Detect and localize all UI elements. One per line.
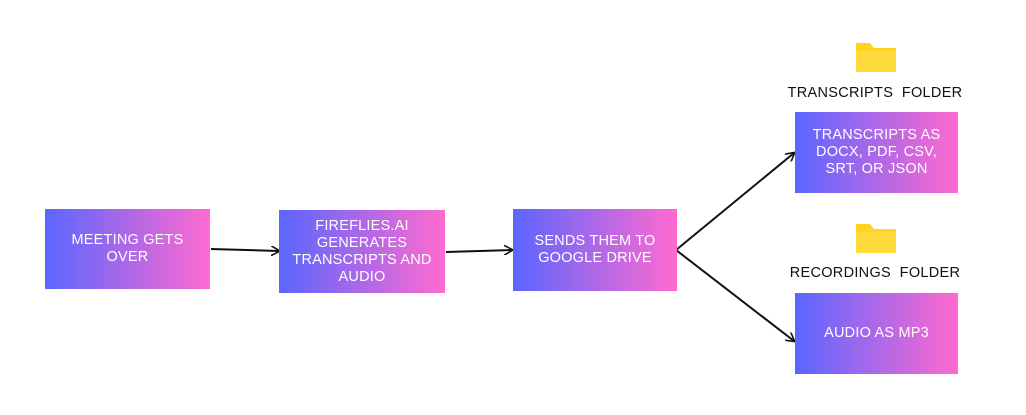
node-sends-to-drive: SENDS THEM TO GOOGLE DRIVE: [513, 209, 677, 291]
folder-icon: [856, 43, 896, 72]
node-transcripts-formats: TRANSCRIPTS AS DOCX, PDF, CSV, SRT, OR J…: [795, 112, 958, 193]
arrow-sends-to-transcripts: [675, 153, 794, 251]
arrow-sends-to-audio: [675, 249, 794, 341]
arrow-meeting-to-fireflies: [210, 249, 279, 251]
node-meeting-gets-over: MEETING GETS OVER: [45, 209, 210, 289]
transcripts-folder-label: TRANSCRIPTS FOLDER: [787, 85, 963, 101]
arrow-fireflies-to-sends: [445, 250, 512, 252]
node-sends-label: SENDS THEM TO GOOGLE DRIVE: [534, 233, 656, 266]
folder-icon: [856, 224, 896, 253]
node-meeting-label: MEETING GETS OVER: [71, 232, 184, 265]
recordings-folder-label: RECORDINGS FOLDER: [789, 265, 961, 281]
node-fireflies-label: FIREFLIES.AI GENERATES TRANSCRIPTS AND A…: [292, 217, 432, 285]
node-audio-mp3: AUDIO AS MP3: [795, 293, 958, 374]
node-transcripts-label: TRANSCRIPTS AS DOCX, PDF, CSV, SRT, OR J…: [812, 127, 941, 177]
node-audio-label: AUDIO AS MP3: [824, 325, 929, 341]
node-fireflies-generates: FIREFLIES.AI GENERATES TRANSCRIPTS AND A…: [279, 210, 445, 293]
